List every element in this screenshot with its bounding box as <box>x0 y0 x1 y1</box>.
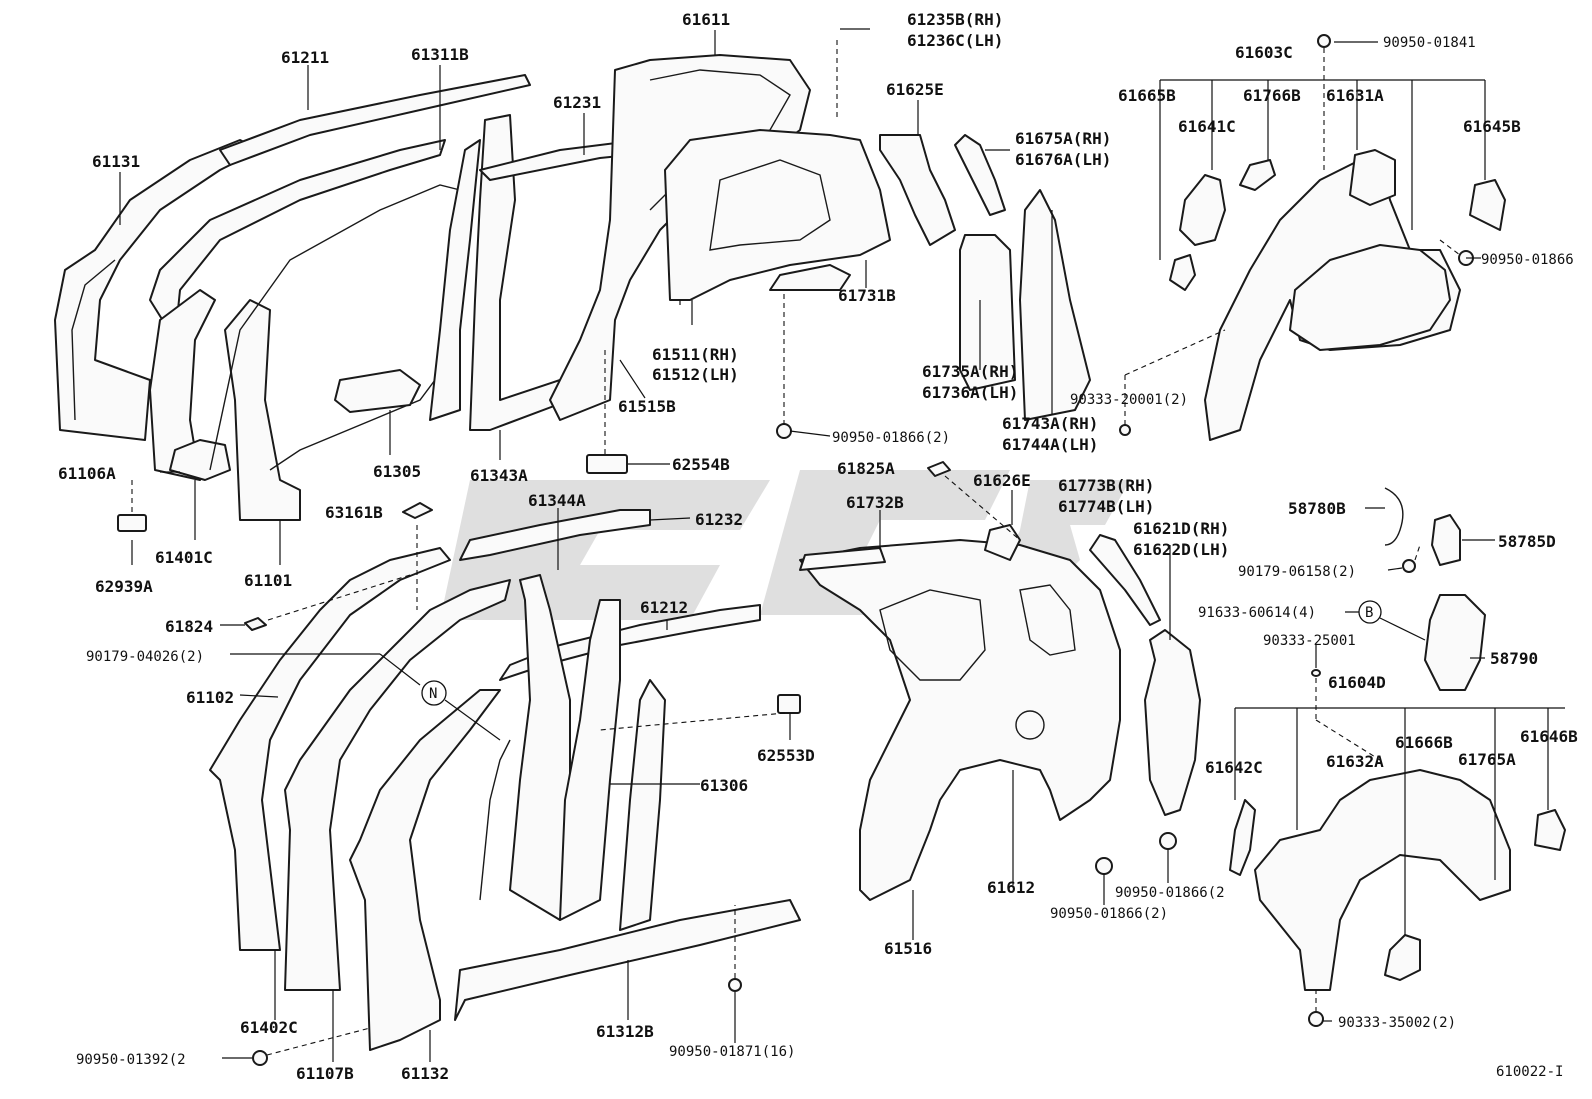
label-61621d: 61621D(RH) <box>1133 519 1229 538</box>
label-90950-01866-right: 90950-01866 <box>1481 252 1574 268</box>
label-61515b: 61515B <box>618 397 676 416</box>
label-90333-35002: 90333-35002(2) <box>1338 1015 1456 1031</box>
label-61102: 61102 <box>186 688 234 707</box>
label-b: B <box>1365 605 1373 621</box>
label-61512: 61512(LH) <box>652 365 739 384</box>
label-58780b: 58780B <box>1288 499 1346 518</box>
label-61212: 61212 <box>640 598 688 617</box>
label-61675a: 61675A(RH) <box>1015 129 1111 148</box>
label-90950-01841: 90950-01841 <box>1383 35 1476 51</box>
label-90179-04026: 90179-04026(2) <box>86 649 204 665</box>
label-61344a: 61344A <box>528 491 586 510</box>
label-61603c: 61603C <box>1235 43 1293 62</box>
label-61645b: 61645B <box>1463 117 1521 136</box>
label-63161b: 63161B <box>325 503 383 522</box>
label-61622d: 61622D(LH) <box>1133 540 1229 559</box>
label-61766b: 61766B <box>1243 86 1301 105</box>
label-n: N <box>429 686 437 702</box>
label-61401c: 61401C <box>155 548 213 567</box>
label-90950-01866-2c: 90950-01866(2) <box>1050 906 1168 922</box>
label-61632a: 61632A <box>1326 752 1384 771</box>
label-90333-20001: 90333-20001(2) <box>1070 392 1188 408</box>
label-90950-01866-2b: 90950-01866(2 <box>1115 885 1225 901</box>
part-labels: 61211 61311B 61131 61231 61611 61235B(RH… <box>58 10 1578 1083</box>
part-shapes <box>54 34 1566 1066</box>
label-61736a: 61736A(LH) <box>922 383 1018 402</box>
marker-b-circle <box>1358 600 1382 624</box>
label-61732b: 61732B <box>846 493 904 512</box>
label-61625e: 61625E <box>886 80 944 99</box>
label-61774b: 61774B(LH) <box>1058 497 1154 516</box>
label-61743a: 61743A(RH) <box>1002 414 1098 433</box>
label-61311b: 61311B <box>411 45 469 64</box>
label-90950-01866-2a: 90950-01866(2) <box>832 430 950 446</box>
label-90333-25001: 90333-25001 <box>1263 633 1356 649</box>
label-61824: 61824 <box>165 617 213 636</box>
label-61665b: 61665B <box>1118 86 1176 105</box>
label-61516: 61516 <box>884 939 932 958</box>
label-61235b: 61235B(RH) <box>907 10 1003 29</box>
label-61765a: 61765A <box>1458 750 1516 769</box>
label-61306: 61306 <box>700 776 748 795</box>
label-61232: 61232 <box>695 510 743 529</box>
diagram-reference-code: 610022-I <box>1496 1064 1563 1080</box>
label-90950-01392: 90950-01392(2 <box>76 1052 186 1068</box>
label-61631a: 61631A <box>1326 86 1384 105</box>
label-61107b: 61107B <box>296 1064 354 1083</box>
label-61611: 61611 <box>682 10 730 29</box>
label-61825a: 61825A <box>837 459 895 478</box>
label-61343a: 61343A <box>470 466 528 485</box>
label-61735a: 61735A(RH) <box>922 362 1018 381</box>
label-61132: 61132 <box>401 1064 449 1083</box>
label-61612: 61612 <box>987 878 1035 897</box>
label-61676a: 61676A(LH) <box>1015 150 1111 169</box>
label-61646b: 61646B <box>1520 727 1578 746</box>
label-62554b: 62554B <box>672 455 730 474</box>
label-61101: 61101 <box>244 571 292 590</box>
label-61641c: 61641C <box>1178 117 1236 136</box>
label-58785d: 58785D <box>1498 532 1556 551</box>
label-61773b: 61773B(RH) <box>1058 476 1154 495</box>
label-61642c: 61642C <box>1205 758 1263 777</box>
label-61731b: 61731B <box>838 286 896 305</box>
label-61744a: 61744A(LH) <box>1002 435 1098 454</box>
label-61402c: 61402C <box>240 1018 298 1037</box>
marker-n-circle <box>421 680 447 706</box>
label-61666b: 61666B <box>1395 733 1453 752</box>
label-61131: 61131 <box>92 152 140 171</box>
label-61305: 61305 <box>373 462 421 481</box>
label-58790: 58790 <box>1490 649 1538 668</box>
leader-lines <box>119 28 1565 1062</box>
label-61236c: 61236C(LH) <box>907 31 1003 50</box>
label-61231: 61231 <box>553 93 601 112</box>
label-61312b: 61312B <box>596 1022 654 1041</box>
label-62939a: 62939A <box>95 577 153 596</box>
label-62553d: 62553D <box>757 746 815 765</box>
label-91633-60614: 91633-60614(4) <box>1198 605 1316 621</box>
label-90179-06158: 90179-06158(2) <box>1238 564 1356 580</box>
label-61211: 61211 <box>281 48 329 67</box>
label-61626e: 61626E <box>973 471 1031 490</box>
label-61106a: 61106A <box>58 464 116 483</box>
label-90950-01871: 90950-01871(16) <box>669 1044 795 1060</box>
label-61511: 61511(RH) <box>652 345 739 364</box>
label-61604d: 61604D <box>1328 673 1386 692</box>
